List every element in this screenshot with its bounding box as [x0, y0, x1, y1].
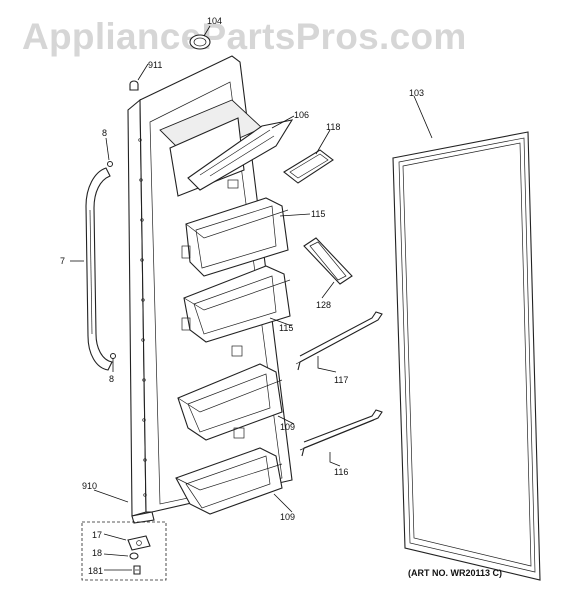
art-number: (ART NO. WR20113 C) — [408, 568, 502, 578]
handle-screw-lower-8 — [110, 353, 116, 359]
callout-115-lower: 115 — [279, 323, 293, 333]
door-handle-7 — [85, 167, 113, 371]
callout-106: 106 — [294, 110, 309, 120]
liner-support-tabs — [181, 179, 245, 439]
callout-115-upper: 115 — [311, 209, 325, 219]
callout-8-upper: 8 — [102, 128, 107, 138]
hinge-cap-911 — [129, 80, 139, 91]
door-bin-upper-115 — [185, 197, 289, 277]
dairy-compartment-door-106 — [159, 99, 294, 197]
callout-109-upper: 109 — [280, 422, 295, 432]
callout-911: 911 — [148, 60, 162, 70]
callout-18: 18 — [92, 548, 102, 558]
shelf-bar-117 — [295, 311, 383, 371]
hinge-kit-box — [81, 521, 167, 581]
callout-8-lower: 8 — [109, 374, 114, 384]
hinge-bushing-104 — [189, 34, 211, 50]
callout-109-lower: 109 — [280, 512, 295, 522]
handle-screw-upper-8 — [107, 161, 113, 167]
callout-128: 128 — [316, 300, 331, 310]
callout-104: 104 — [207, 16, 222, 26]
callout-103: 103 — [409, 88, 424, 98]
leader-lines — [70, 25, 433, 571]
callout-117: 117 — [334, 375, 348, 385]
watermark-text: AppliancePartsPros.com — [22, 16, 467, 57]
callout-116: 116 — [334, 467, 348, 477]
shelf-bar-116 — [299, 409, 383, 457]
callout-118: 118 — [326, 122, 340, 132]
callout-17: 17 — [92, 530, 102, 540]
butter-tray-118 — [283, 149, 334, 184]
callout-labels: 104 911 8 7 8 106 118 115 128 115 117 10… — [60, 16, 424, 576]
callout-181: 181 — [88, 566, 103, 576]
door-shelf-lower-109 — [175, 447, 283, 515]
callout-910: 910 — [82, 481, 97, 491]
egg-holder-128 — [303, 237, 353, 285]
door-shelf-upper-109 — [177, 363, 283, 441]
door-gasket-103 — [392, 131, 541, 581]
callout-7: 7 — [60, 256, 65, 266]
